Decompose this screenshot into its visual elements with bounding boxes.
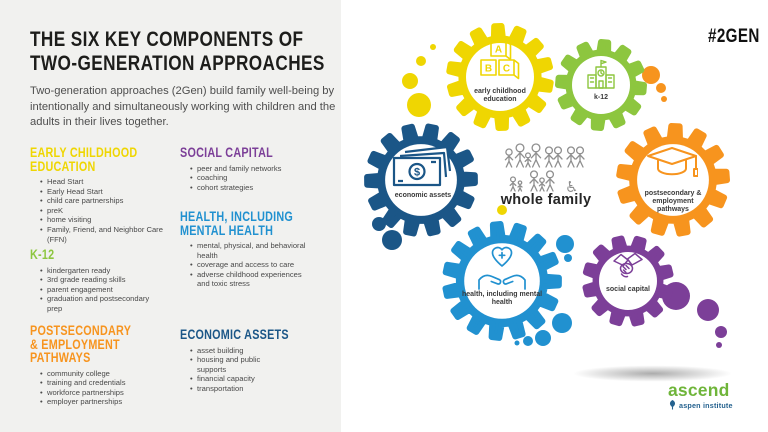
ascend-logo-name: ascend xyxy=(668,380,730,400)
svg-text:C: C xyxy=(503,64,510,75)
gear-cluster-shadow xyxy=(570,365,735,382)
list-item: workforce partnerships xyxy=(40,388,175,398)
list-item: adverse childhood experiences and toxic … xyxy=(190,270,308,289)
banknotes-icon: $ xyxy=(392,145,452,187)
section-heading: POSTSECONDARY & EMPLOYMENT PATHWAYS xyxy=(30,323,132,365)
svg-text:A: A xyxy=(495,45,502,56)
list-item: Family, Friend, and Neighbor Care (FFN) xyxy=(40,225,172,244)
section-heading: HEALTH, INCLUDING MENTAL HEALTH xyxy=(180,209,294,238)
list-item: parent engagement xyxy=(40,285,162,295)
list-item: cohort strategies xyxy=(190,183,340,193)
list-item: mental, physical, and behavioral health xyxy=(190,241,308,260)
whole-family-label: whole family xyxy=(500,192,592,208)
page-title: THE SIX KEY COMPONENTS OF TWO-GENERATION… xyxy=(30,27,398,75)
section-economic-assets: ECONOMIC ASSETS asset building housing a… xyxy=(180,328,340,393)
list-item: financial capacity xyxy=(190,374,290,384)
list-item: community college xyxy=(40,369,175,379)
school-building-icon xyxy=(587,59,615,89)
hashtag-2gen: #2GEN xyxy=(708,26,760,47)
gear-label-k12: k-12 xyxy=(593,94,608,101)
list-item: training and credentials xyxy=(40,378,175,388)
title-line-2: TWO-GENERATION APPROACHES xyxy=(30,51,325,75)
list-item: employer partnerships xyxy=(40,397,175,407)
section-early-childhood-education: EARLY CHILDHOOD EDUCATION Head Start Ear… xyxy=(30,146,175,244)
section-bullets: peer and family networks coaching cohort… xyxy=(190,164,340,193)
hands-holding-heart-icon xyxy=(478,246,526,290)
section-heading: EARLY CHILDHOOD EDUCATION xyxy=(30,145,138,174)
list-item: Early Head Start xyxy=(40,187,172,197)
section-bullets: community college training and credentia… xyxy=(40,369,175,407)
section-bullets: asset building housing and public suppor… xyxy=(190,346,290,394)
list-item: transportation xyxy=(190,384,290,394)
svg-text:$: $ xyxy=(414,167,420,179)
list-item: graduation and postsecondary prep xyxy=(40,294,162,313)
handshake-icon xyxy=(613,252,643,278)
list-item: preK xyxy=(40,206,172,216)
wheelchair-icon: ♿ xyxy=(565,178,578,194)
list-item: Head Start xyxy=(40,177,172,187)
title-line-1: THE SIX KEY COMPONENTS OF xyxy=(30,27,304,51)
section-heading: ECONOMIC ASSETS xyxy=(180,327,289,342)
whole-family-icons: ♿ xyxy=(504,143,585,194)
section-bullets: kindergarten ready 3rd grade reading ski… xyxy=(40,266,162,314)
aspen-leaf-icon xyxy=(669,400,676,410)
list-item: coverage and access to care xyxy=(190,260,308,270)
section-health: HEALTH, INCLUDING MENTAL HEALTH mental, … xyxy=(180,210,340,289)
gear-label-social-capital: social capital xyxy=(606,286,650,293)
graduation-cap-icon xyxy=(647,147,698,177)
list-item: coaching xyxy=(190,173,340,183)
abc-blocks-icon: A B C xyxy=(480,40,520,80)
decorative-dots xyxy=(372,44,727,348)
list-item: kindergarten ready xyxy=(40,266,162,276)
gear-post xyxy=(616,123,730,237)
aspen-institute-label: aspen institute xyxy=(679,400,733,410)
list-item: home visiting xyxy=(40,215,172,225)
list-item: asset building xyxy=(190,346,290,356)
gear-label-health: health, including mental health xyxy=(461,291,543,306)
list-item: child care partnerships xyxy=(40,196,172,206)
section-heading: SOCIAL CAPITAL xyxy=(180,145,273,160)
ascend-logo: ascend aspen institute xyxy=(668,381,753,410)
section-bullets: Head Start Early Head Start child care p… xyxy=(40,177,172,244)
list-item: housing and public supports xyxy=(190,355,290,374)
list-item: 3rd grade reading skills xyxy=(40,275,162,285)
list-item: peer and family networks xyxy=(190,164,340,174)
section-social-capital: SOCIAL CAPITAL peer and family networks … xyxy=(180,146,340,192)
gear-label-postsecondary: postsecondary & employment pathways xyxy=(644,190,702,213)
section-postsecondary: POSTSECONDARY & EMPLOYMENT PATHWAYS comm… xyxy=(30,324,175,407)
page-subtitle: Two-generation approaches (2Gen) build f… xyxy=(30,85,336,128)
svg-text:B: B xyxy=(485,64,492,75)
section-heading: K-12 xyxy=(30,247,55,262)
gear-label-economic-assets: economic assets xyxy=(394,192,452,199)
gear-health xyxy=(442,221,562,341)
gear-label-early-childhood-education: early childhood education xyxy=(474,88,526,103)
gear-k12 xyxy=(555,39,647,131)
section-bullets: mental, physical, and behavioral health … xyxy=(190,241,308,289)
section-k12: K-12 kindergarten ready 3rd grade readin… xyxy=(30,248,175,313)
gear-social xyxy=(582,235,674,327)
